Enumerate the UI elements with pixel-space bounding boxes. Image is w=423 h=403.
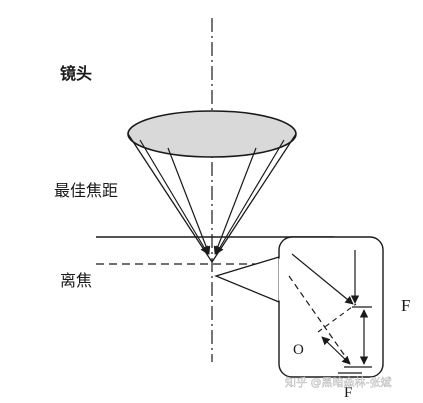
label-best-focus: 最佳焦距 xyxy=(54,181,118,200)
label-defocus: 离焦 xyxy=(60,271,92,290)
ray-3 xyxy=(213,147,257,255)
label-inset-f-right: F xyxy=(401,296,410,315)
ray-1 xyxy=(139,139,209,255)
inset-dashed-guide xyxy=(317,303,357,333)
label-inset-o: O xyxy=(293,342,304,358)
inset-o-dimension xyxy=(321,336,351,365)
cone-left-edge xyxy=(127,133,213,263)
ray-4 xyxy=(215,139,285,255)
inset-solid-ray xyxy=(291,253,354,305)
cone-right-edge xyxy=(211,133,297,263)
watermark-text: 知乎 @黑暗森林-张斌 xyxy=(285,375,391,389)
lens-ellipse xyxy=(127,110,297,158)
inset-box xyxy=(278,236,384,378)
label-lens: 镜头 xyxy=(60,64,92,83)
label-inset-f-bottom: F xyxy=(344,385,352,401)
callout-pointer xyxy=(214,256,280,303)
ray-2 xyxy=(167,147,211,255)
